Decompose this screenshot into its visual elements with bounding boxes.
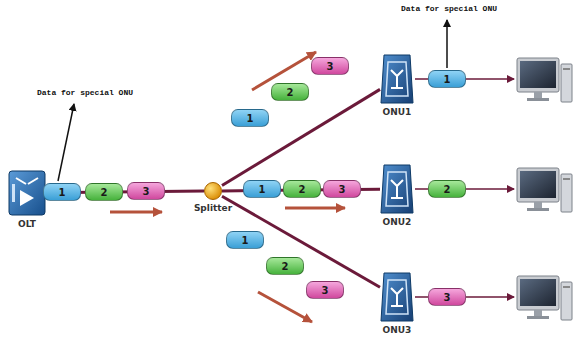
packet-number: 3 [322, 285, 329, 296]
leader-line [58, 104, 74, 181]
packet-number: 1 [247, 113, 254, 124]
packet-number: 3 [444, 292, 451, 303]
direction-arrow [258, 292, 312, 322]
device-label: Splitter [194, 203, 232, 213]
device-label: ONU3 [383, 325, 412, 335]
data-packet: 1 [428, 70, 466, 88]
fiber-link [222, 196, 380, 287]
optical-splitter: Splitter [204, 182, 222, 200]
data-packet: 1 [231, 109, 269, 127]
data-packet: 3 [428, 288, 466, 306]
annotation-label: Data for special ONU [400, 4, 498, 13]
packet-number: 1 [259, 184, 266, 195]
packet-number: 3 [327, 61, 334, 72]
packet-number: 1 [444, 74, 451, 85]
device-label: ONU1 [383, 107, 412, 117]
leader-line [446, 20, 448, 68]
packet-number: 2 [282, 261, 289, 272]
data-packet: 2 [428, 180, 466, 198]
data-packet: 1 [226, 231, 264, 249]
data-packet: 3 [311, 57, 349, 75]
packet-number: 1 [242, 235, 249, 246]
data-packet: 2 [266, 257, 304, 275]
packet-number: 2 [287, 87, 294, 98]
onu-device: ONU2 [380, 164, 414, 214]
device-label: ONU2 [383, 217, 412, 227]
splitter-icon [204, 182, 222, 200]
olt-icon [8, 170, 46, 216]
data-packet: 1 [243, 180, 281, 198]
data-packet: 1 [43, 183, 81, 201]
device-label: OLT [18, 219, 36, 229]
direction-arrow [110, 211, 162, 214]
packet-number: 1 [59, 187, 66, 198]
data-packet: 3 [323, 180, 361, 198]
packet-number: 2 [101, 187, 108, 198]
annotation-label: Data for special ONU [36, 88, 134, 97]
onu-icon [380, 54, 414, 104]
packet-number: 3 [143, 186, 150, 197]
data-packet: 2 [85, 183, 123, 201]
data-packet: 3 [306, 281, 344, 299]
data-packet: 3 [127, 182, 165, 200]
fiber-link [222, 89, 380, 185]
onu-icon [380, 272, 414, 322]
onu-device: ONU3 [380, 272, 414, 322]
packet-number: 3 [339, 184, 346, 195]
data-packet: 2 [283, 180, 321, 198]
packet-number: 2 [299, 184, 306, 195]
data-packet: 2 [271, 83, 309, 101]
olt-device: OLT [8, 170, 46, 216]
onu-icon [380, 164, 414, 214]
onu-device: ONU1 [380, 54, 414, 104]
direction-arrow [285, 207, 345, 210]
packet-number: 2 [444, 184, 451, 195]
